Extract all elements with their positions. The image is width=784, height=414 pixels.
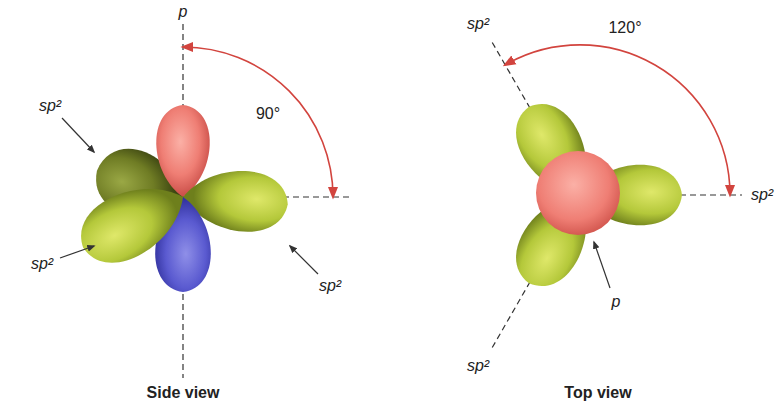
orbital-label: sp² (31, 256, 53, 272)
p-orbital (536, 151, 620, 235)
angle-arc (505, 45, 730, 195)
orbital-label: sp² (39, 98, 61, 114)
orbital-label: sp² (751, 187, 773, 203)
orbital-label: sp² (467, 16, 489, 32)
side-view (60, 24, 352, 378)
angle-label: 90° (256, 106, 280, 122)
view-caption: Side view (147, 385, 220, 401)
leader-line (290, 246, 318, 274)
orbital-label: p (612, 294, 621, 310)
leader-line (594, 242, 610, 288)
orbital-label: sp² (319, 278, 341, 294)
orbital-label: sp² (467, 358, 489, 374)
angle-arc (183, 47, 333, 197)
top-view (492, 42, 742, 348)
leader-line (62, 118, 94, 152)
leader-line (60, 246, 94, 258)
orbital-label: p (179, 4, 188, 20)
view-caption: Top view (564, 385, 631, 401)
sp2-lobe (69, 168, 198, 276)
angle-label: 120° (608, 20, 641, 36)
